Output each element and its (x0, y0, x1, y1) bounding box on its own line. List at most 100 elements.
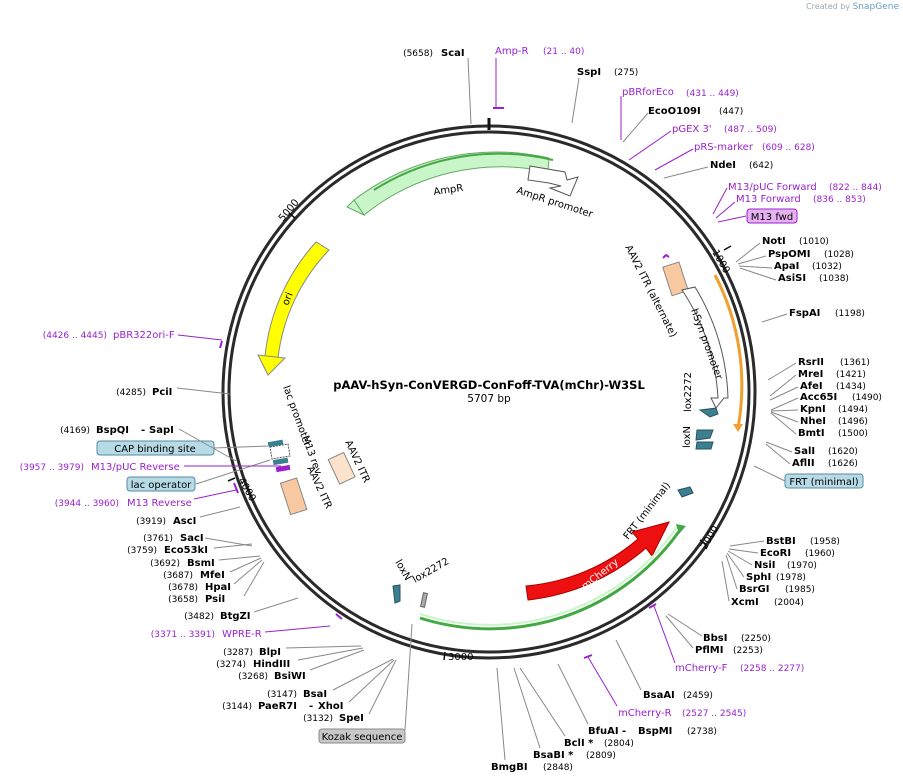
svg-text:M13/pUC Forward: M13/pUC Forward (728, 182, 817, 193)
feature-loxn-right[interactable]: loxN (682, 426, 714, 450)
site-sspi[interactable]: SspI (275) (571, 67, 638, 124)
feature-cap-binding-site-box[interactable]: CAP binding site (96, 440, 269, 456)
svg-text:FRT (minimal): FRT (minimal) (789, 477, 858, 488)
primer-m13-forward[interactable]: M13 Forward (836 .. 853) (715, 194, 866, 219)
site-hpai[interactable]: (3678) HpaI (168, 559, 263, 593)
site-bcli[interactable]: BclI * (2804) (519, 667, 634, 749)
primer-m13-puc-reverse[interactable]: (3957 .. 3979) M13/pUC Reverse (20, 462, 281, 473)
svg-text:(609 .. 628): (609 .. 628) (762, 143, 815, 153)
svg-text:PaeR7I: PaeR7I (258, 701, 297, 712)
site-bfuai-bspmi[interactable]: BfuAI - BspMI (2738) (557, 663, 717, 737)
svg-text:EcoRI: EcoRI (760, 548, 791, 559)
feature-ampr[interactable]: AmpR (346, 151, 554, 217)
feature-lac-operator-box[interactable]: lac operator (126, 459, 271, 492)
feature-kozak-box[interactable]: Kozak sequence (318, 623, 413, 744)
svg-text:ScaI: ScaI (441, 48, 465, 59)
site-nhei[interactable]: NheI (1496) (770, 411, 868, 427)
site-mrei[interactable]: MreI (1421) (769, 369, 866, 397)
site-bstbi[interactable]: BstBI (1958) (729, 536, 840, 547)
feature-m13-fwd-box[interactable]: M13 fwd (717, 208, 798, 224)
site-ecori[interactable]: EcoRI (1960) (728, 548, 835, 559)
site-aflii[interactable]: AflII (1626) (765, 443, 858, 469)
svg-text:(1490): (1490) (852, 393, 882, 403)
site-bsiwi[interactable]: (3268) BsiWI (238, 649, 365, 682)
svg-text:(3687): (3687) (163, 571, 193, 581)
site-pcii[interactable]: (4285) PciI (116, 387, 231, 398)
feature-lox2272-bottom[interactable]: lox2272 (411, 556, 451, 608)
site-bsabi[interactable]: BsaBI * (2809) (513, 667, 616, 761)
site-sphi[interactable]: SphI (1978) (726, 552, 806, 583)
site-blpi[interactable]: (3287) BlpI (223, 645, 362, 658)
site-rsrii[interactable]: RsrII (1361) (767, 357, 870, 381)
site-bmgbi[interactable]: BmgBI (2848) (491, 667, 573, 773)
primer-pbr322ori-f[interactable]: (4426 .. 4445) pBR322ori-F (43, 330, 223, 349)
svg-text:(3957 .. 3979): (3957 .. 3979) (20, 463, 84, 473)
site-apai[interactable]: ApaI (1032) (738, 261, 842, 272)
svg-text:(3268): (3268) (238, 672, 268, 682)
site-asci[interactable]: (3919) AscI (136, 506, 241, 527)
site-kpni[interactable]: KpnI (1494) (770, 404, 868, 415)
site-xcmi[interactable]: XcmI (2004) (721, 560, 804, 608)
site-bsmi[interactable]: (3692) BsmI (150, 555, 261, 569)
feature-frt-minimal-box[interactable]: FRT (minimal) (753, 465, 864, 489)
svg-text:HindIII: HindIII (253, 659, 290, 670)
site-bsai[interactable]: (3147) BsaI (267, 658, 394, 700)
svg-text:-: - (622, 726, 626, 737)
primer-amp-r[interactable]: Amp-R (21 .. 40) (493, 46, 584, 109)
primer-prs-marker[interactable]: pRS-marker (609 .. 628) (654, 142, 815, 171)
site-bsrgi[interactable]: BsrGI (1985) (725, 554, 815, 595)
svg-text:XhoI: XhoI (318, 701, 343, 712)
site-ndei[interactable]: NdeI (642) (663, 160, 773, 179)
site-fspai[interactable]: FspAI (1198) (761, 308, 865, 323)
svg-text:NotI: NotI (762, 236, 786, 247)
site-bmti[interactable]: BmtI (1500) (770, 412, 868, 439)
feature-aav2-itr-left-2[interactable]: AAV2 ITR (279, 465, 334, 516)
feature-loxn-bottom[interactable]: loxN (392, 558, 413, 604)
site-paer7i-xhoi[interactable]: (3144) PaeR7I - XhoI (222, 659, 395, 712)
site-scai[interactable]: (5658) ScaI (403, 48, 472, 125)
primer-m13-reverse[interactable]: (3944 .. 3960) M13 Reverse (55, 482, 239, 509)
feature-aav2-itr-alternate[interactable]: AAV2 ITR (alternate) (622, 243, 689, 339)
site-psii[interactable]: (3658) PsiI (168, 561, 265, 605)
site-acc65i[interactable]: Acc65I (1490) (770, 392, 882, 411)
site-noti[interactable]: NotI (1010) (735, 236, 829, 263)
site-afei[interactable]: AfeI (1434) (769, 381, 866, 401)
site-bbsi[interactable]: BbsI (2250) (667, 613, 771, 644)
primer-mcherry-f[interactable]: mCherry-F (2258 .. 2277) (648, 603, 804, 674)
svg-text:BlpI: BlpI (259, 647, 281, 658)
primer-pbrforeco[interactable]: pBRforEco (431 .. 449) (620, 87, 739, 140)
svg-text:(3692): (3692) (150, 559, 180, 569)
site-asisi[interactable]: AsiSI (1038) (739, 267, 849, 284)
site-spei[interactable]: (3132) SpeI (303, 659, 397, 724)
site-hindiii[interactable]: (3274) HindIII (216, 647, 364, 670)
primer-m13-puc-forward[interactable]: M13/pUC Forward (822 .. 844) (712, 182, 882, 215)
svg-text:Kozak sequence: Kozak sequence (322, 732, 403, 743)
svg-text:-: - (309, 701, 313, 712)
primer-pgex3[interactable]: pGEX 3' (487 .. 509) (628, 124, 777, 161)
site-sali[interactable]: SalI (1620) (765, 441, 858, 457)
site-ecoo109i[interactable]: EcoO109I (447) (622, 106, 743, 143)
site-pflmi[interactable]: PflMI (2253) (665, 615, 763, 656)
svg-text:WPRE-R: WPRE-R (222, 629, 262, 640)
site-pspomi[interactable]: PspOMI (1028) (737, 249, 854, 265)
site-btgzi[interactable]: (3482) BtgZI (184, 597, 299, 622)
feature-lox2272-right[interactable]: lox2272 (683, 372, 719, 418)
site-saci[interactable]: (3761) SacI (143, 533, 253, 547)
site-mfei[interactable]: (3687) MfeI (163, 557, 262, 581)
primer-mcherry-r[interactable]: mCherry-R (2527 .. 2545) (583, 654, 746, 719)
svg-text:(3658): (3658) (168, 595, 198, 605)
svg-text:PspOMI: PspOMI (768, 249, 810, 260)
site-nsii[interactable]: NsiI (1970) (727, 550, 817, 571)
primer-wpre-r[interactable]: (3371 .. 3391) WPRE-R (151, 613, 343, 640)
feature-ori[interactable]: ori (257, 241, 330, 376)
feature-ampr-promoter[interactable]: AmpR promoter (515, 165, 595, 221)
svg-text:NsiI: NsiI (754, 560, 775, 571)
feature-aav2-itr-left-1[interactable]: AAV2 ITR (327, 439, 372, 485)
svg-text:(21 .. 40): (21 .. 40) (543, 47, 584, 57)
svg-text:(1032): (1032) (812, 262, 842, 272)
site-eco53ki[interactable]: (3759) Eco53kI (127, 543, 253, 556)
svg-text:M13 Reverse: M13 Reverse (127, 498, 192, 509)
site-bspqi-sapi[interactable]: (4169) BspQI - SapI (60, 425, 237, 462)
site-bsaai[interactable]: BsaAI (2459) (615, 639, 713, 701)
svg-text:Amp-R: Amp-R (495, 46, 529, 57)
